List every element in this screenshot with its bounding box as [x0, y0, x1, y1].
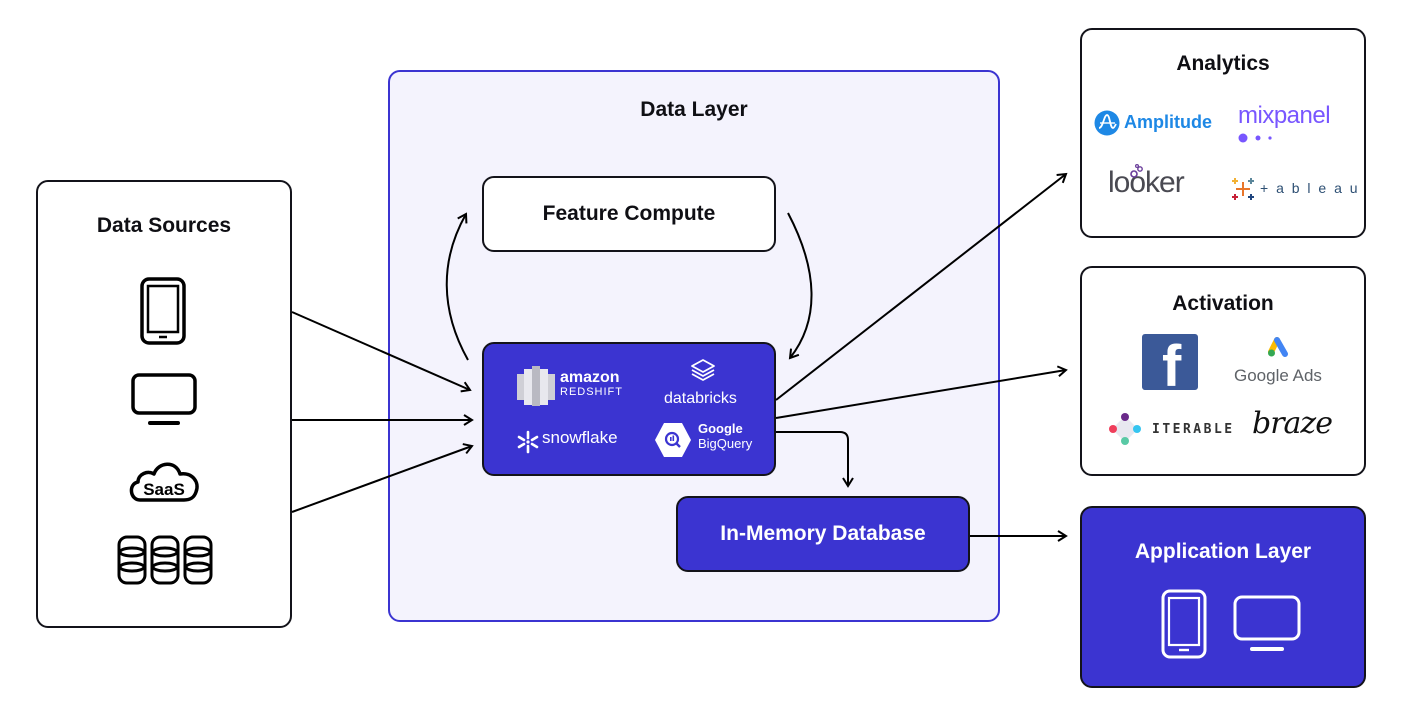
data-sources-title: Data Sources [96, 214, 232, 237]
amplitude-label: Amplitude [1124, 112, 1212, 132]
analytics-title: Analytics [1176, 52, 1270, 75]
feature-compute-box: Feature Compute [482, 176, 776, 252]
facebook-label: f [1162, 334, 1182, 391]
looker-bubbles-icon [1130, 164, 1143, 178]
tableau-logo-icon [1232, 178, 1254, 200]
monitor-icon [1233, 595, 1301, 651]
iterable-logo-icon [1109, 413, 1141, 445]
tableau-label: + a b l e a u [1260, 180, 1360, 196]
mixpanel-label: mixpanel [1238, 102, 1331, 129]
amplitude-logo-icon [1094, 110, 1120, 136]
databases-icon [117, 535, 213, 585]
analytics-box: Analytics Amplitude mixpanel looker + a … [1080, 28, 1366, 238]
saas-label: SaaS [143, 480, 185, 499]
google-ads-label: Google Ads [1234, 366, 1322, 385]
activation-box: Activation f Google Ads ITERABLE braze [1080, 266, 1366, 476]
braze-label: braze [1252, 406, 1333, 441]
redshift-logo-icon [517, 366, 555, 406]
looker-label: looker [1108, 166, 1185, 199]
bigquery-line2: BigQuery [698, 436, 753, 451]
activation-title: Activation [1172, 292, 1274, 315]
feature-compute-label: Feature Compute [542, 202, 716, 225]
monitor-icon [131, 373, 197, 425]
mixpanel-dots-icon [1238, 133, 1272, 143]
databricks-label: databricks [664, 390, 737, 407]
saas-cloud-icon: SaaS [129, 462, 199, 502]
data-layer-title: Data Layer [640, 98, 748, 121]
mobile-phone-icon [140, 277, 186, 345]
snowflake-label: snowflake [542, 428, 618, 447]
in-memory-database-box: In-Memory Database [676, 496, 970, 572]
bigquery-line1: Google [698, 421, 743, 436]
bigquery-logo-icon [655, 423, 691, 457]
in-memory-database-label: In-Memory Database [720, 522, 926, 545]
snowflake-logo-icon [517, 430, 539, 454]
facebook-logo-icon: f [1142, 334, 1198, 390]
application-layer-title: Application Layer [1134, 540, 1312, 563]
google-ads-logo-icon [1268, 337, 1288, 357]
databricks-logo-icon [691, 359, 715, 381]
mobile-phone-icon [1161, 589, 1207, 659]
iterable-label: ITERABLE [1152, 422, 1235, 437]
application-layer-box: Application Layer [1080, 506, 1366, 688]
data-warehouse-box: amazon REDSHIFT databricks snowflake Goo… [482, 342, 776, 476]
redshift-line2: REDSHIFT [560, 386, 623, 398]
redshift-line1: amazon [560, 369, 620, 386]
data-sources-box: Data Sources SaaS [36, 180, 292, 628]
